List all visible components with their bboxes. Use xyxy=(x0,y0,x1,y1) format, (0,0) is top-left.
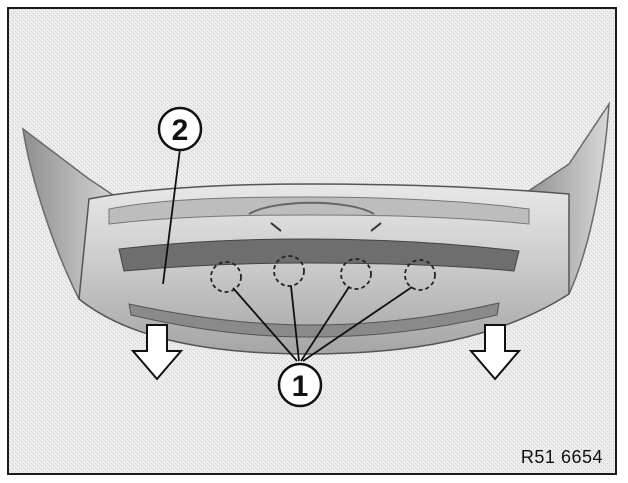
callout-2-leader xyxy=(162,148,181,285)
down-arrow-left-icon xyxy=(130,324,184,381)
illustration-frame: 2 1 R51 6654 xyxy=(7,7,617,475)
callout-1: 1 xyxy=(277,362,323,408)
fastener-circle xyxy=(340,258,372,290)
fastener-circle xyxy=(404,259,436,291)
callout-2-label: 2 xyxy=(172,114,189,147)
bumper-diagram: 2 1 xyxy=(9,9,615,473)
down-arrow-right-icon xyxy=(468,324,522,381)
callout-2: 2 xyxy=(157,106,203,152)
removal-arrows xyxy=(130,324,522,381)
callout-1-label: 1 xyxy=(292,370,309,403)
callout-1-leaders xyxy=(232,285,413,362)
fastener-markers xyxy=(210,255,436,293)
fastener-circle xyxy=(210,261,242,293)
reference-code: R51 6654 xyxy=(520,447,603,467)
fastener-circle xyxy=(273,255,305,287)
